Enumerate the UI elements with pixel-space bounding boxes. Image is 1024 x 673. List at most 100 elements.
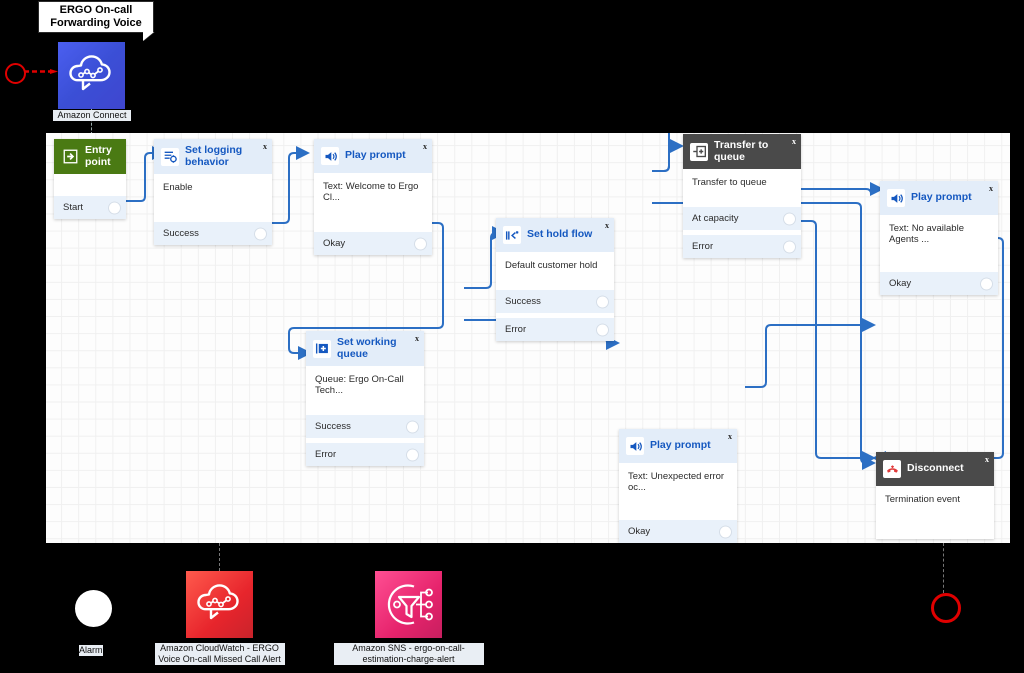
close-icon[interactable]: x [423, 142, 427, 151]
port-label: Success [505, 296, 541, 307]
port-connector-dot[interactable] [108, 201, 121, 214]
connector-dashed-line [943, 543, 945, 593]
node-port-start[interactable]: Start [54, 196, 126, 219]
port-connector-dot[interactable] [596, 323, 609, 336]
port-connector-dot[interactable] [254, 227, 267, 240]
node-port-okay[interactable]: Okay [880, 272, 998, 295]
node-header: Disconnect x [876, 452, 994, 486]
service-tile-sns: Amazon SNS - ergo-on-call-estimation-cha… [333, 571, 484, 665]
close-icon[interactable]: x [792, 137, 796, 146]
port-label: Error [692, 241, 714, 252]
connector-dashed-line [219, 543, 221, 571]
node-title: Play prompt [650, 439, 711, 452]
node-title: Set logging behavior [185, 144, 243, 168]
transfer-queue-icon [690, 142, 708, 161]
close-icon[interactable]: x [263, 142, 267, 151]
port-connector-dot[interactable] [406, 420, 419, 433]
port-label: Success [163, 228, 199, 239]
node-header: Play prompt x [880, 181, 998, 215]
node-title: Disconnect [907, 462, 964, 475]
page-title: ERGO On-call Forwarding Voice [50, 4, 142, 29]
entry-arrow-icon [61, 148, 79, 166]
amazon-connect-icon [58, 42, 125, 109]
node-body: Termination event [885, 494, 960, 505]
node-port-success[interactable]: Success [306, 415, 424, 438]
node-port-success[interactable]: Success [496, 290, 614, 313]
node-port-at-capacity[interactable]: At capacity [683, 207, 801, 230]
end-circle-icon [931, 593, 961, 623]
add-queue-icon [313, 339, 331, 358]
flow-node-set-logging-behavior[interactable]: Set logging behavior x Enable Success [154, 139, 272, 245]
flow-node-play-prompt-no-agents[interactable]: Play prompt x Text: No available Agents … [880, 181, 998, 295]
port-label: Okay [889, 278, 912, 289]
node-header: Play prompt x [619, 429, 737, 463]
port-connector-dot[interactable] [980, 277, 993, 290]
node-body: Text: No available Agents ... [889, 223, 964, 245]
flow-node-entry-point[interactable]: Entry point Start [54, 139, 126, 219]
node-header: Entry point [54, 139, 126, 174]
flow-canvas[interactable]: Entry point Start Set logging behavior x… [46, 133, 1010, 543]
service-tile-cloudwatch: Amazon CloudWatch - ERGO Voice On-call M… [154, 571, 285, 665]
port-connector-dot[interactable] [783, 212, 796, 225]
node-title: Play prompt [345, 149, 406, 162]
flow-node-set-working-queue[interactable]: Set working queue x Queue: Ergo On-Call … [306, 331, 424, 466]
speaker-icon [887, 189, 905, 207]
amazon-cloudwatch-icon [186, 571, 253, 638]
node-title: Transfer to queue [714, 139, 769, 163]
node-title: Set working queue [337, 336, 397, 360]
flow-node-disconnect[interactable]: Disconnect x Termination event [876, 452, 994, 539]
node-title: Play prompt [911, 191, 972, 204]
port-connector-dot[interactable] [414, 237, 427, 250]
logging-settings-icon [161, 147, 179, 166]
node-title: Entry point [85, 144, 112, 168]
node-header: Set working queue x [306, 331, 424, 366]
port-label: Okay [323, 238, 346, 249]
alarm-label: Alarm [79, 645, 103, 656]
close-icon[interactable]: x [415, 334, 419, 343]
node-port-success[interactable]: Success [154, 222, 272, 245]
port-connector-dot[interactable] [406, 448, 419, 461]
service-label: Amazon CloudWatch - ERGO Voice On-call M… [154, 643, 285, 665]
node-port-error[interactable]: Error [306, 443, 424, 466]
speaker-icon [321, 147, 339, 165]
node-port-okay[interactable]: Okay [314, 232, 432, 255]
port-label: Error [505, 324, 527, 335]
node-header: Transfer to queue x [683, 134, 801, 169]
node-port-error[interactable]: Error [683, 235, 801, 258]
port-label: At capacity [692, 213, 739, 224]
node-body: Text: Unexpected error oc... [628, 471, 725, 493]
close-icon[interactable]: x [728, 432, 732, 441]
start-circle-icon [5, 63, 26, 84]
close-icon[interactable]: x [605, 221, 609, 230]
flow-node-play-prompt-error[interactable]: Play prompt x Text: Unexpected error oc.… [619, 429, 737, 543]
flow-node-play-prompt-welcome[interactable]: Play prompt x Text: Welcome to Ergo Cl..… [314, 139, 432, 255]
amazon-connect-label: Amazon Connect [53, 110, 131, 121]
port-connector-dot[interactable] [596, 295, 609, 308]
flow-node-transfer-to-queue[interactable]: Transfer to queue x Transfer to queue At… [683, 134, 801, 258]
diagram-title-callout: ERGO On-call Forwarding Voice [38, 1, 154, 41]
speaker-icon [626, 437, 644, 455]
service-label: Amazon SNS - ergo-on-call-estimation-cha… [333, 643, 484, 665]
node-body: Text: Welcome to Ergo Cl... [323, 181, 419, 203]
port-connector-dot[interactable] [719, 525, 732, 538]
node-port-okay[interactable]: Okay [619, 520, 737, 543]
port-connector-dot[interactable] [783, 240, 796, 253]
close-icon[interactable]: x [989, 184, 993, 193]
node-body: Enable [163, 182, 193, 193]
port-label: Success [315, 421, 351, 432]
port-label: Start [63, 202, 84, 213]
port-label: Okay [628, 526, 651, 537]
node-header: Set hold flow x [496, 218, 614, 252]
node-port-error[interactable]: Error [496, 318, 614, 341]
close-icon[interactable]: x [985, 455, 989, 464]
red-arrow-icon [24, 69, 58, 74]
hold-flow-icon [503, 226, 521, 244]
node-body: Default customer hold [505, 260, 598, 271]
flow-node-set-hold-flow[interactable]: Set hold flow x Default customer hold Su… [496, 218, 614, 341]
callout-tail [143, 32, 154, 41]
disconnect-phone-icon [883, 460, 901, 478]
amazon-sns-icon [375, 571, 442, 638]
node-header: Set logging behavior x [154, 139, 272, 174]
port-label: Error [315, 449, 337, 460]
node-body: Queue: Ergo On-Call Tech... [315, 374, 404, 396]
